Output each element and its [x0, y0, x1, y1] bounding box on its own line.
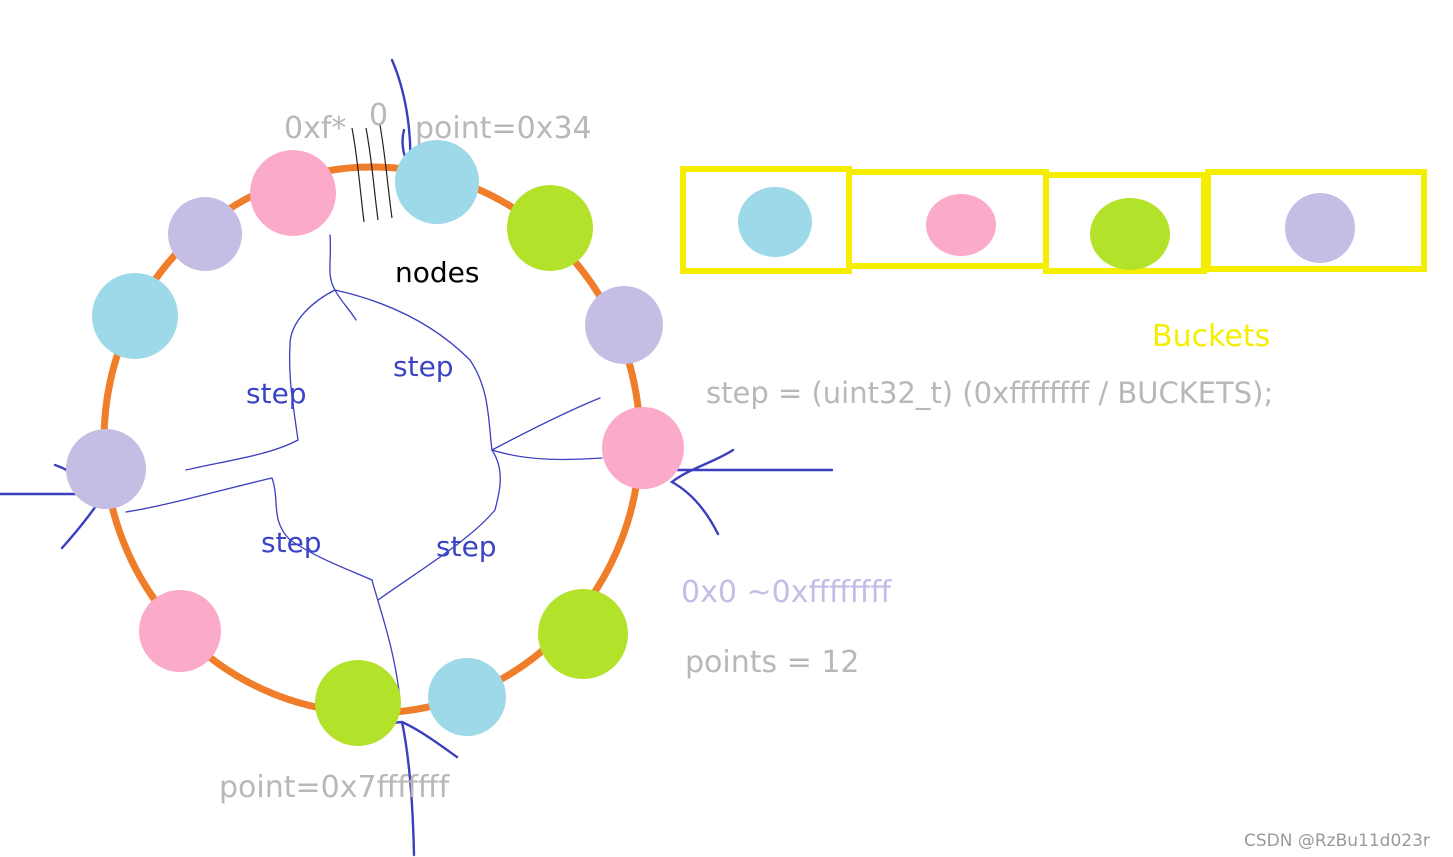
bucket-node-pink	[926, 194, 996, 256]
step-label: step	[261, 526, 322, 559]
ring-nodes	[66, 140, 684, 746]
point-bottom-label: point=0x7fffffff	[219, 770, 451, 805]
ring-node-green	[315, 660, 401, 746]
ring-node-pink	[139, 590, 221, 672]
watermark: CSDN @RzBu11d023r	[1244, 831, 1430, 851]
bucket-node-purple	[1285, 193, 1355, 263]
ring-node-pink	[250, 150, 336, 236]
ring-node-purple	[66, 429, 146, 509]
bucket-box	[1205, 169, 1427, 272]
bucket-node-green	[1090, 198, 1170, 270]
points-label: points = 12	[685, 645, 860, 680]
step-label: step	[393, 350, 454, 383]
ring-node-green	[507, 185, 593, 271]
step-formula-label: step = (uint32_t) (0xffffffff / BUCKETS)…	[706, 376, 1273, 410]
ring-node-blue	[428, 658, 506, 736]
ring-node-purple	[168, 197, 242, 271]
ring-node-pink	[602, 407, 684, 489]
point-top-label: point=0x34	[415, 111, 592, 146]
ring-node-blue	[92, 273, 178, 359]
ring-node-purple	[585, 286, 663, 364]
buckets-label: Buckets	[1152, 319, 1270, 354]
bucket-node-blue	[738, 187, 812, 257]
bucket-box	[1043, 172, 1207, 274]
nodes-label: nodes	[395, 256, 479, 289]
range-label: 0x0 ~0xffffffff	[681, 575, 892, 610]
step-label: step	[246, 377, 307, 410]
arrow-right	[668, 448, 834, 536]
zero-hex-label: 0xf*	[284, 111, 346, 146]
step-label: step	[436, 530, 497, 563]
ring-node-green	[538, 589, 628, 679]
zero-marks	[351, 124, 393, 223]
ring-node-blue	[395, 140, 479, 224]
step-dividers	[125, 234, 603, 701]
buckets	[680, 166, 1427, 274]
zero-label: 0	[369, 98, 388, 133]
